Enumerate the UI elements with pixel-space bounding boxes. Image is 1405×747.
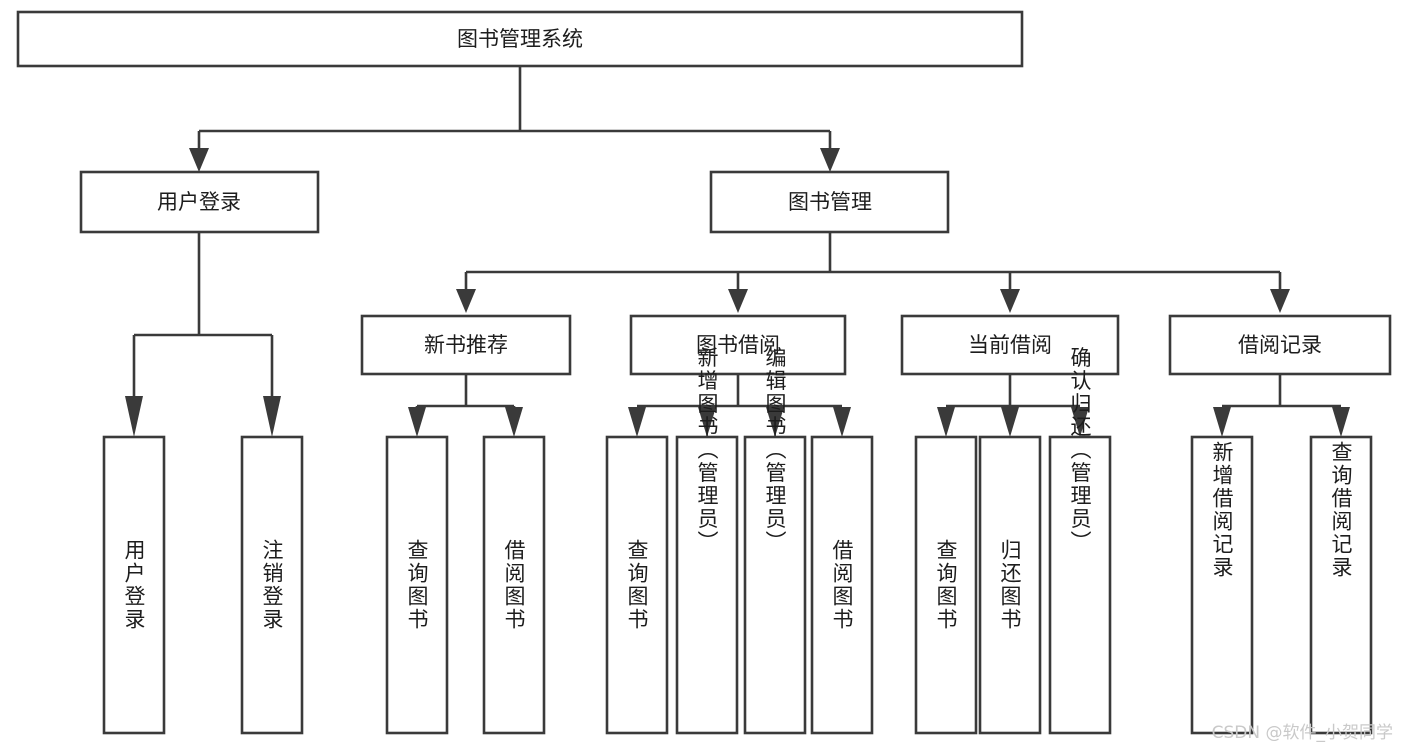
node-root-system-box <box>16 10 1024 68</box>
arrow-head-to-book-borrow <box>728 289 748 313</box>
connector-group-user-login <box>125 232 281 437</box>
leaf-new-book-query[interactable]: 查询图书 <box>385 435 449 735</box>
leaf-book-borrow-borrow-label: 借阅图书 <box>830 539 854 631</box>
leaf-book-borrow-edit-box <box>743 435 807 735</box>
arrow-head-user-login-leaf-2 <box>263 396 281 437</box>
node-book-manage-label: 图书管理 <box>788 190 872 214</box>
arrow-head-current-borrow-leaf-1 <box>937 407 955 437</box>
leaf-user-login-login[interactable]: 用户登录 <box>102 435 166 735</box>
leaf-user-login-logout[interactable]: 注销登录 <box>240 435 304 735</box>
leaf-current-borrow-return[interactable]: 归还图书 <box>978 435 1042 735</box>
arrow-head-to-new-book <box>456 289 476 313</box>
leaf-book-borrow-edit[interactable]: 编辑图书（管理员） <box>743 347 807 735</box>
node-current-borrow-label: 当前借阅 <box>968 333 1052 357</box>
arrow-head-new-book-leaf-1 <box>408 407 426 437</box>
arrow-head-new-book-leaf-2 <box>505 407 523 437</box>
arrow-head-book-borrow-leaf-1 <box>628 407 646 437</box>
leaf-user-login-logout-label: 注销登录 <box>260 539 284 631</box>
leaf-new-book-borrow[interactable]: 借阅图书 <box>482 435 546 735</box>
leaf-user-login-logout-box <box>240 435 304 735</box>
node-borrow-record-box <box>1168 314 1392 376</box>
node-new-book-recommend-box <box>360 314 572 376</box>
arrow-head-borrow-record-leaf-1 <box>1213 407 1231 437</box>
node-book-borrow-box <box>629 314 847 376</box>
node-user-login-label: 用户登录 <box>157 190 241 214</box>
leaf-book-borrow-query-label: 查询图书 <box>625 539 649 631</box>
connector-group-book-manage <box>456 232 1290 313</box>
leaf-new-book-query-box <box>385 435 449 735</box>
arrow-head-to-user-login <box>189 148 209 172</box>
leaf-current-borrow-confirm-box <box>1048 435 1112 735</box>
csdn-watermark: CSDN @软件_小贺同学 <box>1211 723 1393 743</box>
leaf-current-borrow-return-box <box>978 435 1042 735</box>
connector-group-current-borrow <box>937 374 1089 437</box>
connector-group-new-book <box>408 374 523 437</box>
leaf-new-book-borrow-label: 借阅图书 <box>502 539 526 631</box>
node-user-login[interactable]: 用户登录 <box>79 170 320 234</box>
node-book-borrow[interactable]: 图书借阅 <box>629 314 847 376</box>
arrow-head-current-borrow-leaf-3 <box>1071 407 1089 437</box>
arrow-head-borrow-record-leaf-2 <box>1332 407 1350 437</box>
node-book-manage[interactable]: 图书管理 <box>709 170 950 234</box>
leaf-borrow-record-add[interactable]: 新增借阅记录 <box>1190 435 1254 735</box>
node-new-book-recommend[interactable]: 新书推荐 <box>360 314 572 376</box>
leaf-current-borrow-confirm[interactable]: 确认归还（管理员） <box>1048 347 1112 735</box>
connector-group-book-borrow <box>628 374 851 437</box>
node-book-manage-box <box>709 170 950 234</box>
leaf-book-borrow-query-box <box>605 435 669 735</box>
leaf-user-login-login-label: 用户登录 <box>122 539 146 631</box>
arrow-head-book-borrow-leaf-3 <box>766 407 784 437</box>
arrow-head-to-current-borrow <box>1000 289 1020 313</box>
leaf-book-borrow-add-box <box>675 435 739 735</box>
arrow-head-to-book-manage <box>820 148 840 172</box>
node-current-borrow-box <box>900 314 1120 376</box>
leaf-borrow-record-query-box <box>1309 435 1373 735</box>
leaf-current-borrow-return-label: 归还图书 <box>998 539 1022 631</box>
node-current-borrow[interactable]: 当前借阅 <box>900 314 1120 376</box>
leaf-new-book-query-label: 查询图书 <box>405 539 429 631</box>
leaf-book-borrow-borrow[interactable]: 借阅图书 <box>810 435 874 735</box>
leaf-borrow-record-query[interactable]: 查询借阅记录 <box>1309 435 1373 735</box>
leaf-current-borrow-query-label: 查询图书 <box>934 539 958 631</box>
arrow-head-current-borrow-leaf-2 <box>1001 407 1019 437</box>
node-root-system[interactable]: 图书管理系统 <box>16 10 1024 68</box>
leaf-book-borrow-add-label: 新增图书（管理员） <box>695 347 719 554</box>
arrow-head-book-borrow-leaf-4 <box>833 407 851 437</box>
leaf-borrow-record-add-box <box>1190 435 1254 735</box>
connector-group-borrow-record <box>1213 374 1350 437</box>
connector-group-root <box>189 66 840 172</box>
arrow-head-user-login-leaf-1 <box>125 396 143 437</box>
leaf-book-borrow-borrow-box <box>810 435 874 735</box>
node-new-book-recommend-label: 新书推荐 <box>424 333 508 357</box>
node-borrow-record-label: 借阅记录 <box>1238 333 1322 357</box>
leaf-book-borrow-query[interactable]: 查询图书 <box>605 435 669 735</box>
leaf-user-login-login-box <box>102 435 166 735</box>
arrow-head-book-borrow-leaf-2 <box>698 407 716 437</box>
node-borrow-record[interactable]: 借阅记录 <box>1168 314 1392 376</box>
leaf-current-borrow-confirm-label: 确认归还（管理员） <box>1068 347 1092 554</box>
leaf-new-book-borrow-box <box>482 435 546 735</box>
node-book-borrow-label: 图书借阅 <box>696 333 780 357</box>
leaf-book-borrow-edit-label: 编辑图书（管理员） <box>763 347 787 554</box>
node-user-login-box <box>79 170 320 234</box>
leaf-current-borrow-query[interactable]: 查询图书 <box>914 435 978 735</box>
leaf-current-borrow-query-box <box>914 435 978 735</box>
leaf-borrow-record-query-label: 查询借阅记录 <box>1329 441 1353 579</box>
node-root-system-label: 图书管理系统 <box>457 27 583 51</box>
leaf-borrow-record-add-label: 新增借阅记录 <box>1210 441 1234 579</box>
leaf-book-borrow-add[interactable]: 新增图书（管理员） <box>675 347 739 735</box>
arrow-head-to-borrow-record <box>1270 289 1290 313</box>
